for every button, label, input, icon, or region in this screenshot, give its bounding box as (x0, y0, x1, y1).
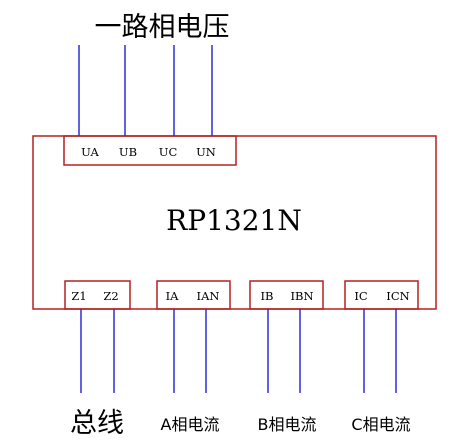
pin-label-un: UN (196, 145, 216, 159)
pin-label-icn: ICN (386, 289, 409, 303)
pin-label-ian: IAN (197, 289, 220, 303)
pin-label-z2: Z2 (103, 289, 118, 303)
bottom-terminal-block-a (156, 280, 231, 310)
device-label: RP1321N (166, 204, 302, 237)
pin-label-uc: UC (159, 145, 178, 159)
top-heading: 一路相电压 (95, 12, 230, 43)
caption-phase-b-current: B相电流 (258, 415, 317, 434)
top-terminal-block (63, 135, 237, 166)
bottom-terminal-block-bus (64, 280, 131, 310)
pin-label-ic: IC (354, 289, 368, 303)
pin-label-ibn: IBN (290, 289, 313, 303)
pin-label-z1: Z1 (71, 289, 86, 303)
pin-label-ub: UB (119, 145, 137, 159)
caption-bus: 总线 (70, 408, 124, 439)
caption-phase-a-current: A相电流 (161, 415, 220, 434)
pin-label-ia: IA (166, 289, 180, 303)
bottom-terminal-block-c (344, 280, 419, 310)
caption-phase-c-current: C相电流 (351, 415, 410, 434)
bottom-terminal-block-b (249, 280, 324, 310)
pin-label-ib: IB (261, 289, 274, 303)
pin-label-ua: UA (81, 145, 99, 159)
